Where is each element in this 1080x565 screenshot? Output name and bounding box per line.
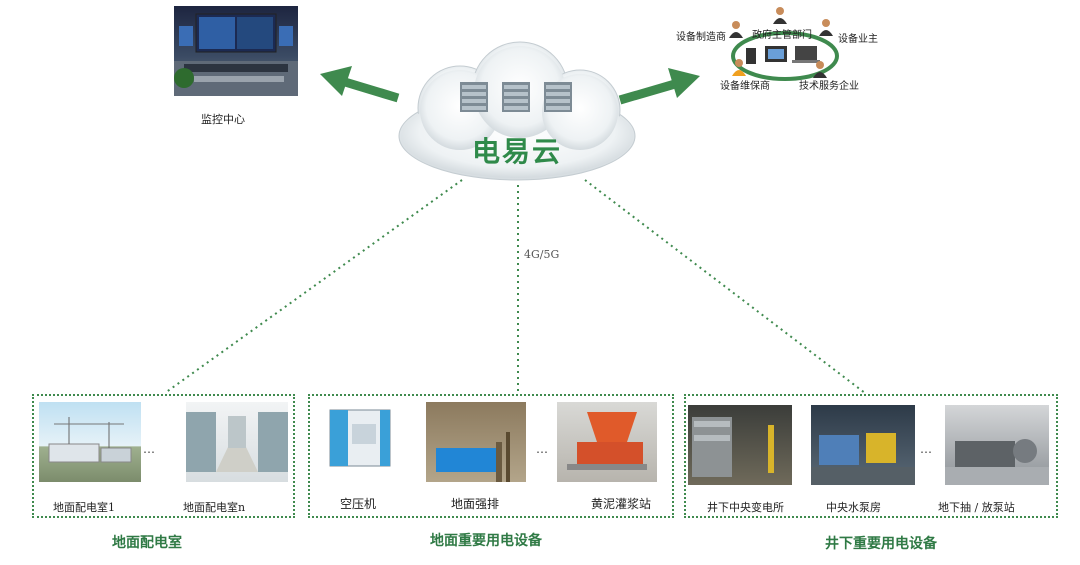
ellipsis-3: …	[920, 442, 933, 456]
group-surface-equipment-caption: 地面重要用电设备	[430, 533, 542, 549]
person-icon	[729, 21, 743, 38]
group-surface-distribution	[32, 394, 295, 518]
monitor-label: 监控中心	[201, 113, 245, 126]
group-surface-distribution-caption: 地面配电室	[112, 535, 182, 551]
arrow-to-monitor-icon	[320, 66, 400, 103]
server-icon	[460, 82, 572, 112]
central-pump-room-photo	[811, 405, 915, 485]
stakeholder-owner: 设备业主	[838, 34, 878, 45]
air-compressor-label: 空压机	[340, 497, 377, 511]
distribution-room-n-label: 地面配电室n	[183, 501, 246, 514]
pump-station-label: 地下抽 / 放泵站	[938, 501, 1015, 514]
ellipsis-1: …	[143, 442, 156, 456]
person-icon	[732, 59, 746, 76]
central-pump-room-label: 中央水泵房	[826, 501, 881, 514]
central-substation-label: 井下中央变电所	[707, 501, 784, 514]
link-label: 4G/5G	[524, 248, 560, 261]
link-line-right	[584, 179, 866, 394]
air-compressor-photo	[322, 404, 408, 476]
phone-icon	[746, 48, 756, 64]
distribution-room-n-photo	[186, 402, 288, 482]
stakeholder-maintainer: 设备维保商	[720, 81, 770, 92]
grouting-station-label: 黄泥灌浆站	[591, 497, 652, 511]
person-icon	[813, 61, 827, 78]
central-substation-photo	[688, 405, 792, 485]
laptop-icon	[795, 46, 817, 60]
cloud-title: 电易云	[471, 135, 562, 168]
group-underground-equipment	[684, 394, 1058, 518]
arrow-to-stakeholders-icon	[618, 68, 700, 105]
group-surface-equipment	[308, 394, 674, 518]
stakeholder-tech-service: 技术服务企业	[799, 81, 859, 92]
distribution-room-1-label: 地面配电室1	[53, 501, 115, 514]
drainage-label: 地面强排	[451, 497, 500, 511]
monitor-center-photo	[174, 6, 298, 96]
stakeholder-government: 政府主管部门	[752, 30, 812, 41]
link-line-left	[164, 179, 463, 394]
ellipsis-2: …	[536, 442, 549, 456]
stakeholder-ring	[731, 31, 839, 81]
group-underground-equipment-caption: 井下重要用电设备	[825, 536, 937, 552]
drainage-photo	[426, 402, 526, 482]
stakeholder-manufacturer: 设备制造商	[676, 32, 726, 43]
grouting-station-photo	[557, 402, 657, 482]
distribution-room-1-photo	[39, 402, 141, 482]
person-icon	[819, 19, 833, 36]
person-icon	[773, 7, 787, 24]
cloud-icon	[398, 41, 636, 181]
pump-station-photo	[945, 405, 1049, 485]
